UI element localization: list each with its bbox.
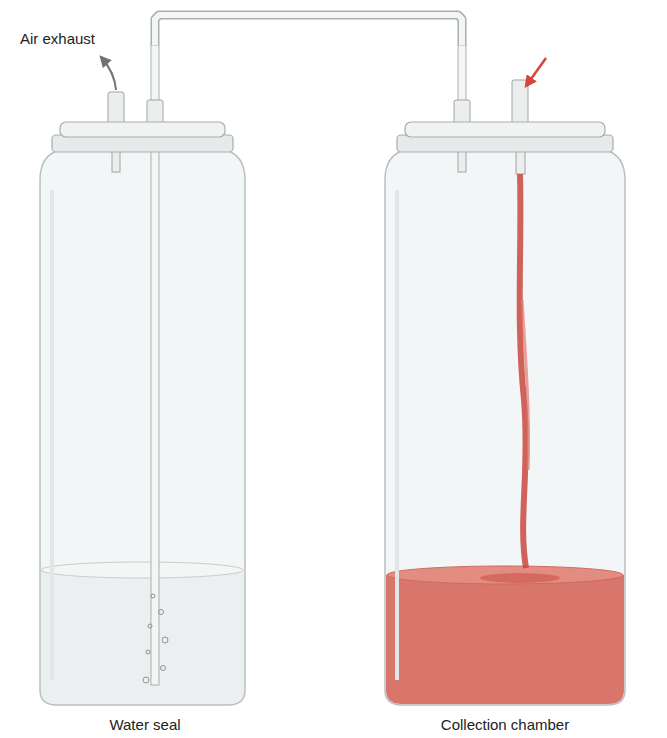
water-seal-bottle — [40, 150, 245, 705]
water-seal-stopper — [52, 122, 233, 152]
part-label: Air exhaust — [20, 30, 95, 48]
tube-bore — [155, 15, 462, 45]
drainage-stream — [520, 174, 529, 568]
collection-stopper — [397, 122, 613, 152]
bottle-label: Water seal — [109, 716, 180, 734]
water-seal-bottle-node: Water seal — [35, 45, 255, 738]
air-bubbles — [143, 594, 168, 683]
connecting-tube — [155, 15, 462, 45]
inflow-arrow — [526, 58, 546, 86]
collection-bottle — [385, 150, 625, 705]
collection-chamber-node: Collection chamber — [380, 45, 630, 738]
air-exhaust-arrow — [101, 57, 116, 90]
collection-tubes — [454, 45, 528, 174]
tube-wall — [155, 15, 462, 45]
bottle-label: Collection chamber — [441, 716, 569, 734]
